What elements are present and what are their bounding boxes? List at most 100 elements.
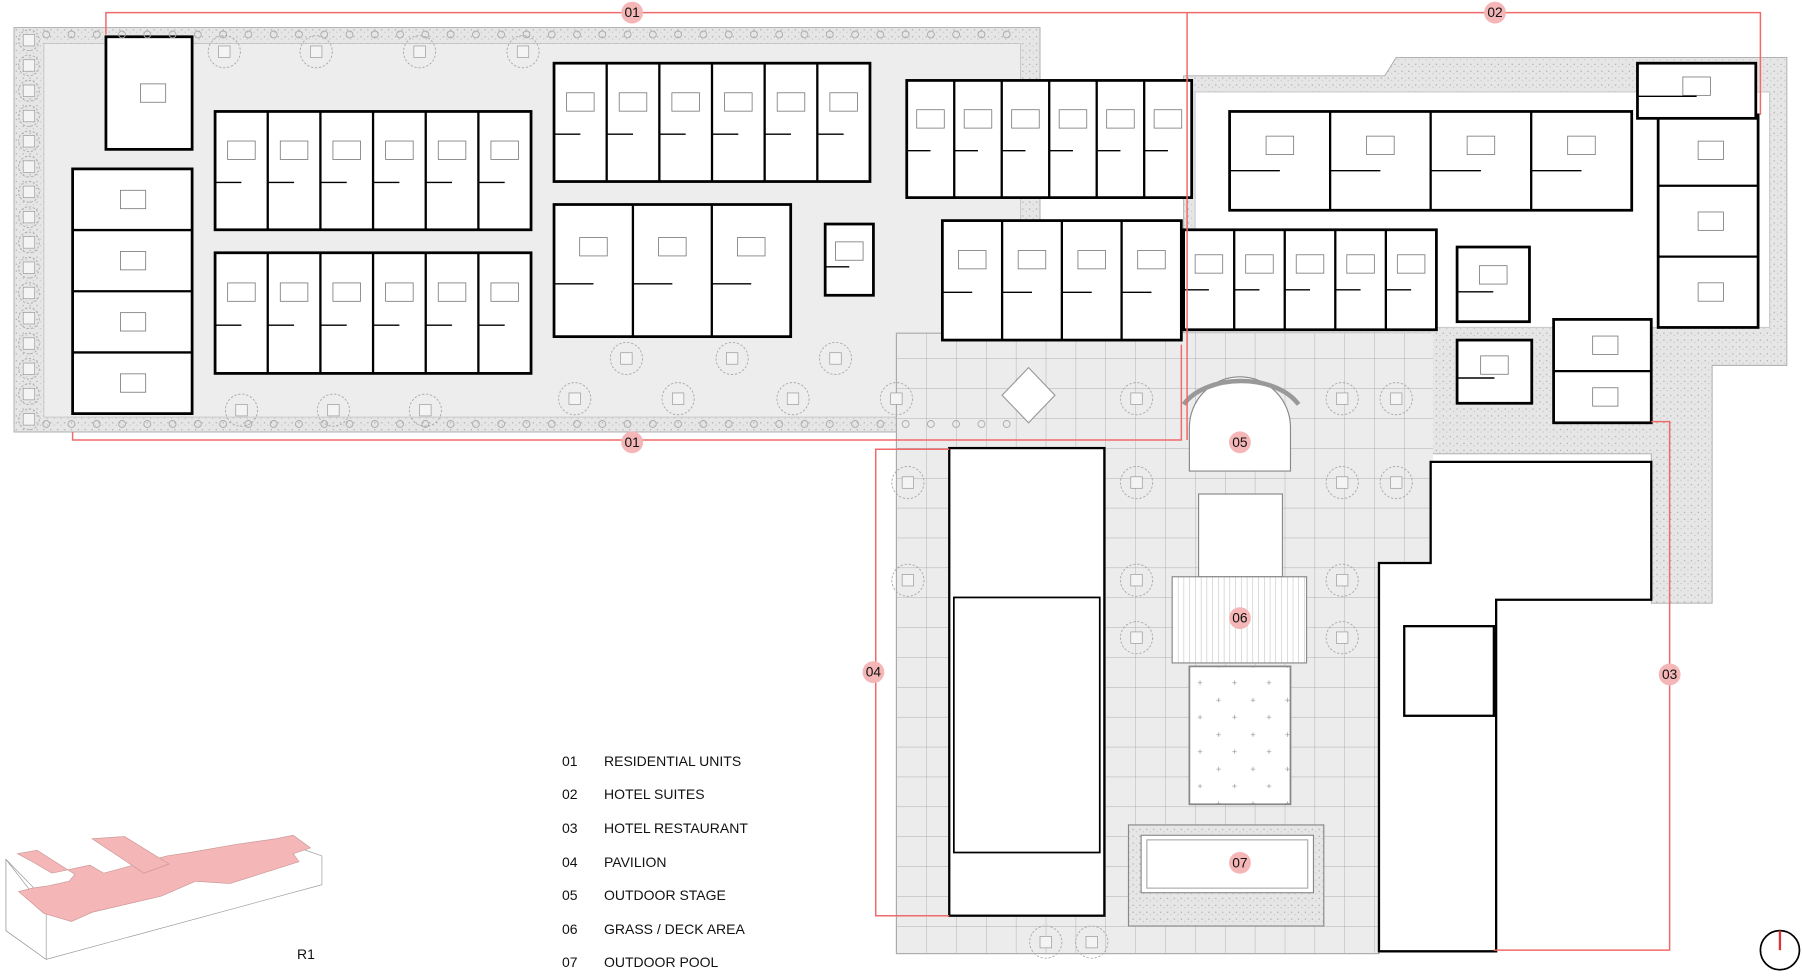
legend-number: 01	[562, 752, 578, 769]
tree-icon	[67, 420, 76, 428]
tree-icon	[926, 420, 935, 428]
tree-icon	[715, 341, 749, 376]
tree-icon	[699, 30, 708, 39]
tree-icon	[18, 29, 40, 52]
tree-icon	[471, 30, 480, 39]
tree-icon	[522, 420, 531, 428]
pavilion	[948, 446, 1106, 917]
tree-icon	[876, 420, 885, 428]
legend-number: 06	[562, 920, 578, 937]
tree-icon	[320, 30, 329, 39]
paving-motif	[1001, 366, 1056, 424]
tree-icon	[1002, 420, 1011, 428]
outdoor-stage	[1181, 376, 1301, 578]
zone-01-line	[105, 11, 1762, 115]
tree-icon	[18, 155, 40, 178]
unit-block	[1455, 338, 1534, 405]
tree-icon	[471, 420, 480, 428]
tree-icon	[18, 231, 40, 254]
unit-block	[213, 251, 533, 375]
tree-icon	[408, 393, 442, 427]
tree-icon	[1002, 30, 1011, 39]
tree-icon	[207, 35, 241, 69]
legend-number: 02	[562, 786, 578, 803]
tree-icon	[724, 30, 733, 39]
legend-label: OUTDOOR STAGE	[604, 887, 726, 904]
lawn	[1188, 665, 1292, 806]
unit-block	[1656, 113, 1760, 329]
tree-icon	[18, 181, 40, 203]
zone-marker-label: 04	[866, 665, 882, 680]
tree-icon	[18, 130, 40, 153]
tree-icon	[891, 563, 925, 597]
trees	[18, 29, 1413, 959]
tree-icon	[598, 30, 607, 39]
legend-number: 05	[562, 887, 578, 904]
tree-icon	[193, 420, 202, 428]
legend-label: GRASS / DECK AREA	[604, 920, 745, 937]
tree-icon	[18, 307, 40, 330]
tree-icon	[269, 420, 278, 428]
tree-icon	[1325, 563, 1359, 597]
zone-marker-label: 07	[1232, 855, 1247, 870]
tree-icon	[776, 382, 810, 416]
legend-item: 06 GRASS / DECK AREA	[562, 912, 748, 946]
unit-block	[213, 110, 533, 232]
grass-deck-area	[1171, 576, 1308, 664]
tree-icon	[18, 206, 40, 228]
tree-icon	[648, 30, 657, 39]
tree-icon	[18, 408, 40, 431]
tree-icon	[1379, 382, 1413, 416]
tree-icon	[674, 30, 683, 39]
tree-icon	[952, 420, 961, 428]
zone-03-line	[1493, 420, 1671, 951]
north-arrow-icon	[1759, 929, 1801, 971]
tree-icon	[876, 30, 885, 39]
tree-icon	[446, 420, 455, 428]
unit-block	[940, 219, 1183, 342]
zone-marker-label: 01	[624, 435, 639, 450]
legend-label: HOTEL RESTAURANT	[604, 819, 748, 836]
tree-icon	[1119, 382, 1154, 416]
tree-icon	[18, 54, 40, 77]
zone-marker-02: 02	[1484, 1, 1506, 24]
tree-icon	[370, 30, 379, 39]
tree-icon	[244, 420, 253, 428]
tree-icon	[320, 420, 329, 428]
legend-label: HOTEL SUITES	[604, 786, 705, 803]
tree-icon	[446, 30, 455, 39]
tree-icon	[396, 30, 404, 39]
axonometric-key	[5, 834, 323, 961]
tree-icon	[345, 420, 354, 428]
tree-icon	[345, 30, 354, 39]
tree-icon	[244, 30, 253, 39]
legend-label: PAVILION	[604, 853, 667, 870]
unit-walls	[71, 35, 1760, 425]
unit-block	[905, 79, 1194, 199]
tree-icon	[1075, 925, 1109, 959]
tree-icon	[674, 420, 683, 428]
tree-icon	[901, 30, 910, 39]
tree-icon	[143, 30, 152, 39]
tree-icon	[926, 30, 935, 39]
tree-icon	[18, 358, 40, 380]
tree-icon	[623, 420, 632, 428]
tree-icon	[506, 35, 540, 69]
zone-marker-01: 01	[621, 431, 644, 454]
tree-icon	[67, 30, 76, 39]
tree-icon	[497, 420, 506, 428]
tree-icon	[168, 30, 177, 39]
tree-icon	[1379, 466, 1413, 500]
tree-icon	[403, 35, 437, 69]
unit-block	[1636, 61, 1758, 120]
legend-label: OUTDOOR POOL	[604, 954, 719, 971]
legend-item: 05 OUTDOOR STAGE	[562, 878, 748, 912]
zone-marker-01: 01	[621, 1, 644, 24]
zone-marker-label: 02	[1487, 5, 1502, 20]
zone-marker-03: 03	[1658, 663, 1681, 686]
tree-icon	[724, 420, 733, 428]
